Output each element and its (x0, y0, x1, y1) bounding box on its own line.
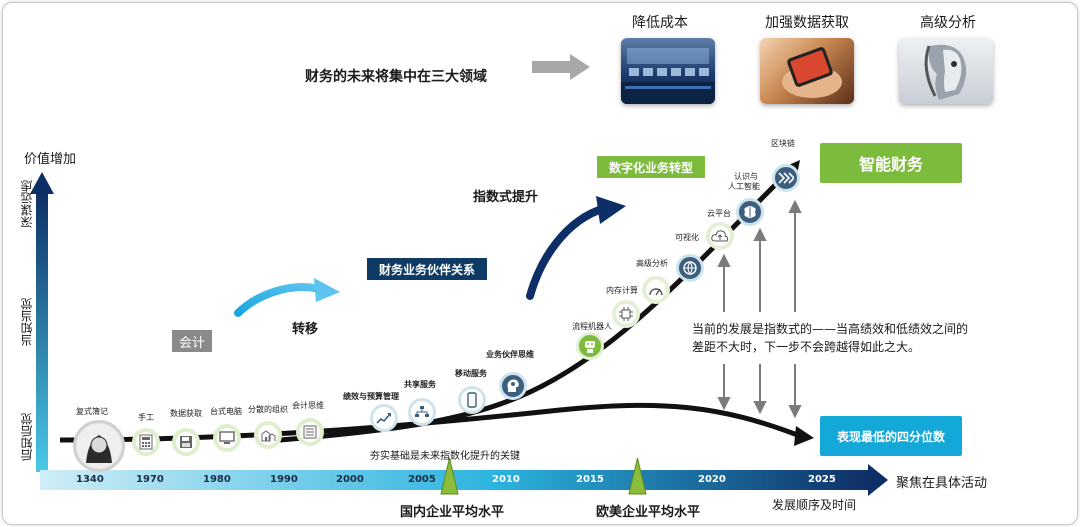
year-tick: 2005 (408, 474, 436, 485)
year-tick: 2015 (576, 474, 604, 485)
year-tick: 2025 (808, 474, 836, 485)
chevrons-icon (772, 164, 800, 192)
year-tick: 2010 (492, 474, 520, 485)
calculator-icon (132, 428, 160, 456)
globe-icon (676, 254, 704, 282)
robot-icon (576, 332, 604, 360)
y-level-top: 深谋远虑 (20, 180, 34, 228)
gauge-icon (642, 276, 670, 304)
milestone-label: 移动服务 (455, 369, 487, 378)
low-performer-arrowhead (794, 426, 814, 446)
milestone-label: 共享服务 (404, 380, 436, 389)
western-avg-marker (628, 457, 647, 495)
domestic-avg-label: 国内企业平均水平 (400, 505, 505, 520)
milestone-label: 台式电脑 (210, 407, 242, 416)
stage-transfer-label: 转移 (292, 322, 319, 337)
western-avg-label: 欧美企业平均水平 (596, 505, 701, 520)
milestone-label: 可视化 (675, 233, 699, 242)
gap-note-line2: 差距不大时，下一步不会跨越得如此之大。 (692, 340, 921, 354)
milestone-label: 高级分析 (636, 259, 668, 268)
year-tick: 2020 (698, 474, 726, 485)
domestic-avg-marker (440, 457, 459, 495)
future-focus-text: 财务的未来将集中在三大领域 (305, 69, 487, 85)
org-chart-icon (408, 398, 436, 426)
server-room-image (621, 38, 715, 104)
stage-exponential-label: 指数式提升 (473, 190, 539, 205)
cloud-upload-icon (706, 222, 734, 250)
gray-right-arrow-icon (532, 54, 590, 80)
milestone-label: 绩效与预算管理 (343, 392, 399, 401)
lowest-quartile-box: 表现最低的四分位数 (820, 416, 962, 456)
area-label-data: 加强数据获取 (765, 15, 849, 31)
y-level-mid: 当知当觉 (20, 298, 34, 346)
stage-accounting-box: 会计 (172, 330, 212, 352)
transfer-arrowhead (314, 278, 340, 302)
milestone-label: 复式簿记 (76, 407, 108, 416)
foundation-note: 夯实基础是未来指数化提升的关键 (370, 451, 520, 462)
x-axis-arrowhead (868, 464, 888, 496)
milestone-label: 区块链 (771, 139, 795, 148)
milestone-label: 内存计算 (606, 286, 638, 295)
gap-note-line1: 当前的发展是指数式的——当高绩效和低绩效之间的 (692, 322, 969, 336)
stage-digital-box: 数字化业务转型 (597, 156, 705, 178)
y-axis-label: 价值增加 (24, 152, 77, 167)
x-axis-label: 聚焦在具体活动 (896, 476, 988, 491)
year-tick: 2000 (336, 474, 364, 485)
brain-icon (736, 198, 764, 226)
exponential-boost-arrow-body (526, 204, 609, 300)
milestone-label: 业务伙伴思维 (486, 350, 534, 359)
milestone-label: 会计思维 (292, 401, 324, 410)
desktop-computer-icon (213, 424, 241, 452)
milestone-label: 云平台 (707, 209, 731, 218)
smartphone-image (760, 38, 854, 104)
mobile-phone-icon (458, 386, 486, 414)
low-performer-curve (59, 402, 801, 443)
milestone-label-ai-line2: 人工智能 (728, 182, 760, 191)
year-tick: 1340 (76, 474, 104, 485)
buildings-icon (254, 421, 282, 449)
year-tick: 1970 (136, 474, 164, 485)
year-tick: 1990 (270, 474, 298, 485)
milestone-label: 手工 (138, 413, 154, 422)
growth-chart-icon (370, 404, 398, 432)
stage-partnership-box: 财务业务伙伴关系 (367, 258, 487, 280)
ledger-icon (296, 418, 324, 446)
y-axis-arrowhead (30, 172, 54, 194)
transfer-arrow-body (234, 283, 326, 317)
floppy-disk-icon (172, 428, 200, 456)
y-level-bottom: 后知后觉 (20, 413, 34, 461)
exponential-boost-arrowhead (596, 196, 626, 224)
y-axis-bar (36, 192, 48, 472)
milestone-label-ai-line1: 认识与 (734, 172, 758, 181)
robot-face-image (899, 38, 993, 104)
x-axis-sub-label: 发展顺序及时间 (772, 498, 857, 512)
smart-finance-box: 智能财务 (820, 143, 962, 183)
area-label-cost: 降低成本 (632, 15, 688, 31)
chip-icon (612, 300, 640, 328)
milestone-label: 数据获取 (170, 409, 202, 418)
head-gears-icon (499, 372, 527, 400)
area-label-analytics: 高级分析 (920, 15, 976, 31)
milestone-label: 流程机器人 (572, 322, 612, 331)
milestone-label: 分散的组织 (248, 405, 288, 414)
bookkeeper-portrait-icon (73, 420, 125, 472)
year-tick: 1980 (203, 474, 231, 485)
